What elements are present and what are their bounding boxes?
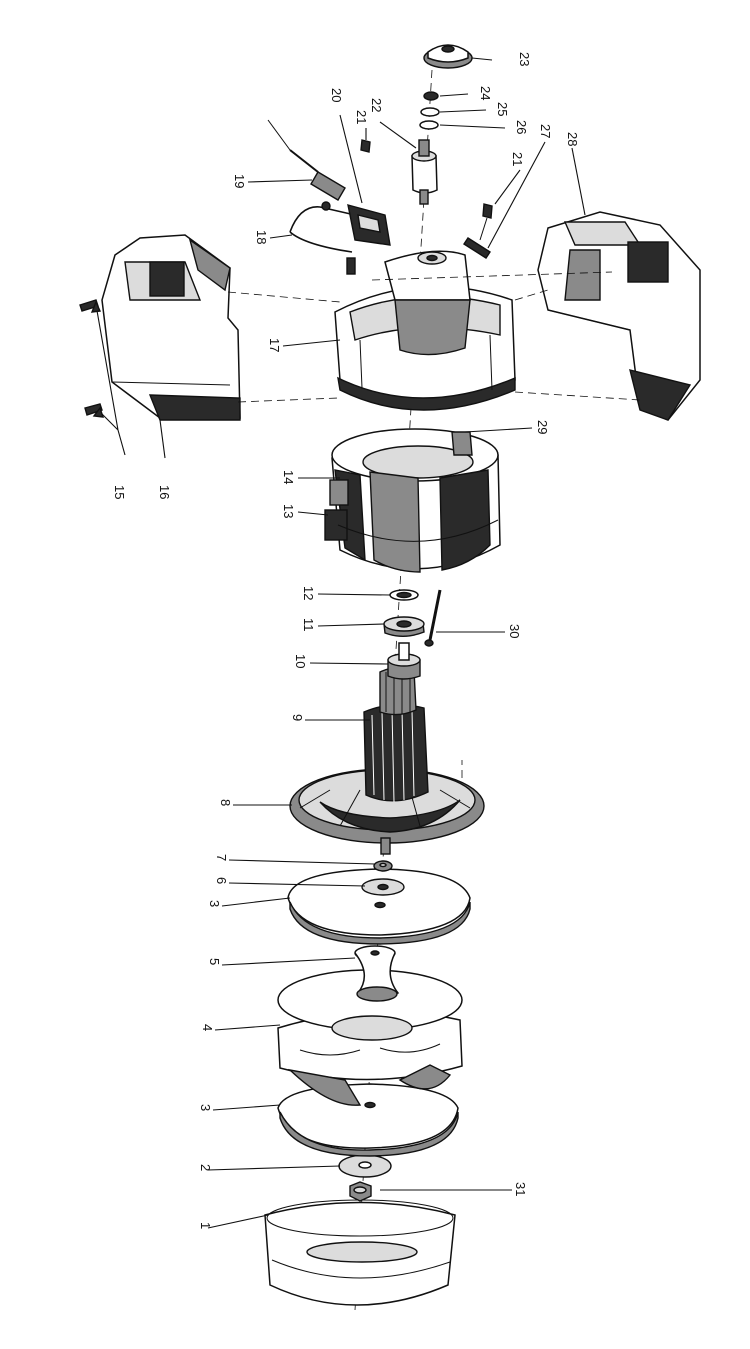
callout-23: 23 (517, 52, 532, 66)
callout-4: 4 (200, 1024, 215, 1031)
callout-21: 21 (510, 152, 525, 166)
callout-10: 10 (293, 654, 308, 668)
callout-13: 13 (281, 504, 296, 518)
part-7-nut (373, 860, 393, 872)
callout-28: 28 (565, 132, 580, 146)
callout-21: 21 (354, 110, 369, 124)
callout-30: 30 (507, 624, 522, 638)
part-23-cap (423, 44, 473, 69)
part-18-wire-clip (289, 201, 356, 275)
callout-15: 15 (112, 485, 127, 499)
part-24-ring (423, 91, 439, 101)
callout-18: 18 (254, 230, 269, 244)
part-28-right-housing (537, 211, 701, 421)
callout-16: 16 (157, 485, 172, 499)
part-30-bolt (424, 589, 442, 647)
part-2-washer (338, 1154, 392, 1178)
part-10-commutator (387, 642, 421, 680)
callout-31: 31 (513, 1182, 528, 1196)
part-22-sleeve (411, 139, 438, 205)
callout-9: 9 (290, 714, 305, 721)
callout-20: 20 (329, 88, 344, 102)
part-16-left-housing (101, 234, 241, 421)
part-25-ring (420, 107, 440, 117)
callout-27: 27 (538, 124, 553, 138)
part-1-bottom-cup (264, 1199, 456, 1306)
callout-3: 3 (198, 1104, 213, 1111)
callout-26: 26 (514, 120, 529, 134)
callout-1: 1 (198, 1222, 213, 1229)
part-27-clip (463, 237, 491, 259)
callout-6: 6 (214, 877, 229, 884)
callout-17: 17 (267, 338, 282, 352)
callout-29: 29 (535, 420, 550, 434)
callout-19: 19 (232, 174, 247, 188)
callout-2: 2 (198, 1164, 213, 1171)
callout-5: 5 (207, 958, 222, 965)
part-9-armature (363, 666, 429, 803)
part-12-washer (389, 589, 419, 601)
part-19-brush (267, 119, 346, 201)
part-26-ring (419, 120, 439, 130)
part-11-bearing (383, 616, 425, 637)
callout-24: 24 (478, 86, 493, 100)
callout-3: 3 (207, 900, 222, 907)
callout-22: 22 (369, 98, 384, 112)
part-31-nut (349, 1181, 372, 1202)
part-20-brush-holder (347, 204, 391, 246)
part-13-field-housing (324, 428, 501, 573)
callout-11: 11 (301, 618, 316, 632)
part-21-screw-lower (479, 203, 493, 241)
callout-14: 14 (281, 470, 296, 484)
callout-8: 8 (218, 799, 233, 806)
callout-12: 12 (301, 586, 316, 600)
part-21-screw-upper (360, 139, 371, 153)
leader-lines (90, 57, 586, 1229)
part-3-lower-fan-plate (277, 1083, 459, 1157)
part-17-motor-housing (334, 250, 516, 411)
part-6-washer (361, 878, 405, 896)
callout-25: 25 (495, 102, 510, 116)
callouts: 1 2 3 4 5 3 6 7 8 9 10 11 12 13 14 15 16… (112, 52, 580, 1229)
part-5-spool (354, 945, 400, 1002)
callout-7: 7 (214, 854, 229, 861)
assembly-guide-lines (227, 271, 641, 778)
